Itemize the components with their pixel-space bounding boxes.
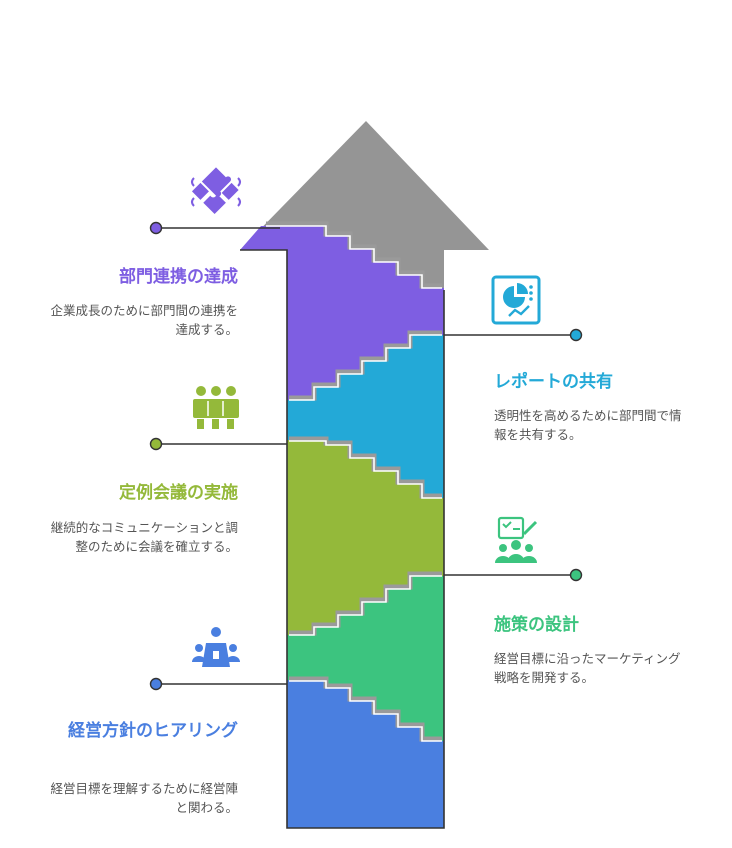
step-4-description: 透明性を高めるために部門間で情報を共有する。 [494,408,682,442]
connector-dot-1 [149,677,163,691]
step-1-title: 経営方針のヒアリング [68,721,238,741]
stair-band-5 [240,226,444,400]
connector-dot-5 [149,221,163,235]
stair-band-4 [287,335,444,498]
connectors [156,227,576,685]
step-2-description: 経営目標に沿ったマーケティング戦略を開発する。 [494,651,681,685]
step-4-title: レポートの共有 [494,372,613,392]
step-3-title: 定例会議の実施 [119,483,238,503]
step-2-title: 施策の設計 [494,615,579,635]
step-5-description: 企業成長のために部門間の連携を達成する。 [50,303,238,337]
connector-dot-3 [149,437,163,451]
connector-dot-2 [569,568,583,582]
connector-dot-4 [569,328,583,342]
team-checklist-icon [495,516,538,563]
meeting-table-icon [192,627,240,667]
step-highlights [266,225,442,742]
step-1-description: 経営目標を理解するために経営陣と関わる。 [50,781,238,815]
puzzle-icon [191,167,241,215]
step-3-description: 継続的なコミュニケーションと調整のために会議を確立する。 [50,520,238,554]
stair-outline [240,249,445,829]
report-chart-icon [491,275,541,325]
stair-band-1 [287,680,444,828]
step-5-title: 部門連携の達成 [119,267,238,287]
stair-band-2 [287,576,444,741]
group-meeting-icon [193,386,239,429]
